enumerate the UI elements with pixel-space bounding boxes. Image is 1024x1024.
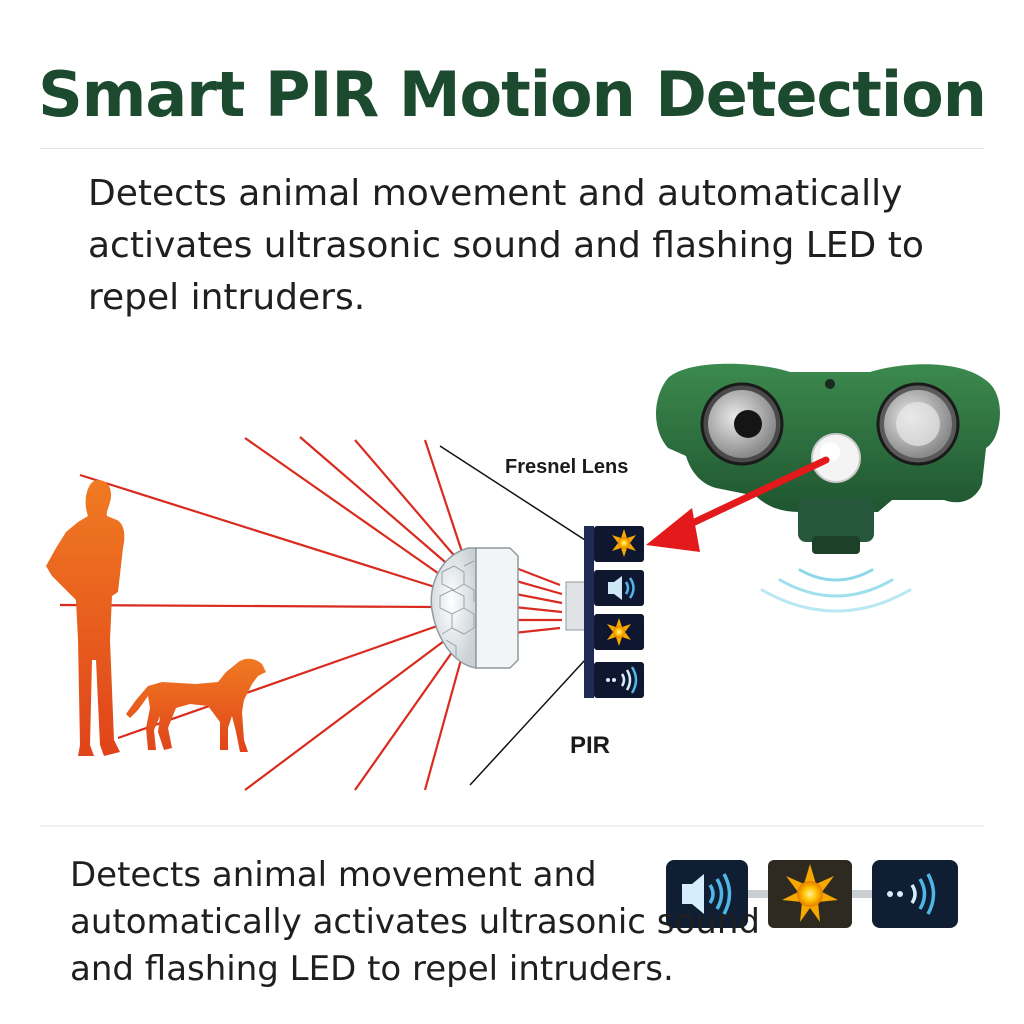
fresnel-lens	[430, 547, 587, 669]
description-top: Detects animal movement and automaticall…	[88, 173, 924, 318]
top-divider	[40, 148, 984, 149]
sun-icon	[782, 864, 838, 922]
bottom-icons	[666, 860, 958, 928]
guide-lines	[439, 445, 586, 786]
pir-panel	[584, 526, 644, 698]
human-figure	[46, 480, 125, 756]
dog-figure	[126, 658, 266, 752]
repeller-device	[656, 363, 1000, 554]
page-title: Smart PIR Motion Detection	[38, 58, 987, 131]
speaker-icon	[682, 873, 732, 915]
pointer-arrow	[646, 456, 830, 552]
sound-wave-icon	[887, 873, 936, 915]
ultrasonic-waves	[760, 568, 912, 613]
description-bottom: Detects animal movement and automaticall…	[70, 855, 760, 989]
fresnel-lens-label: Fresnel Lens	[505, 456, 629, 478]
pir-label: PIR	[570, 732, 611, 759]
